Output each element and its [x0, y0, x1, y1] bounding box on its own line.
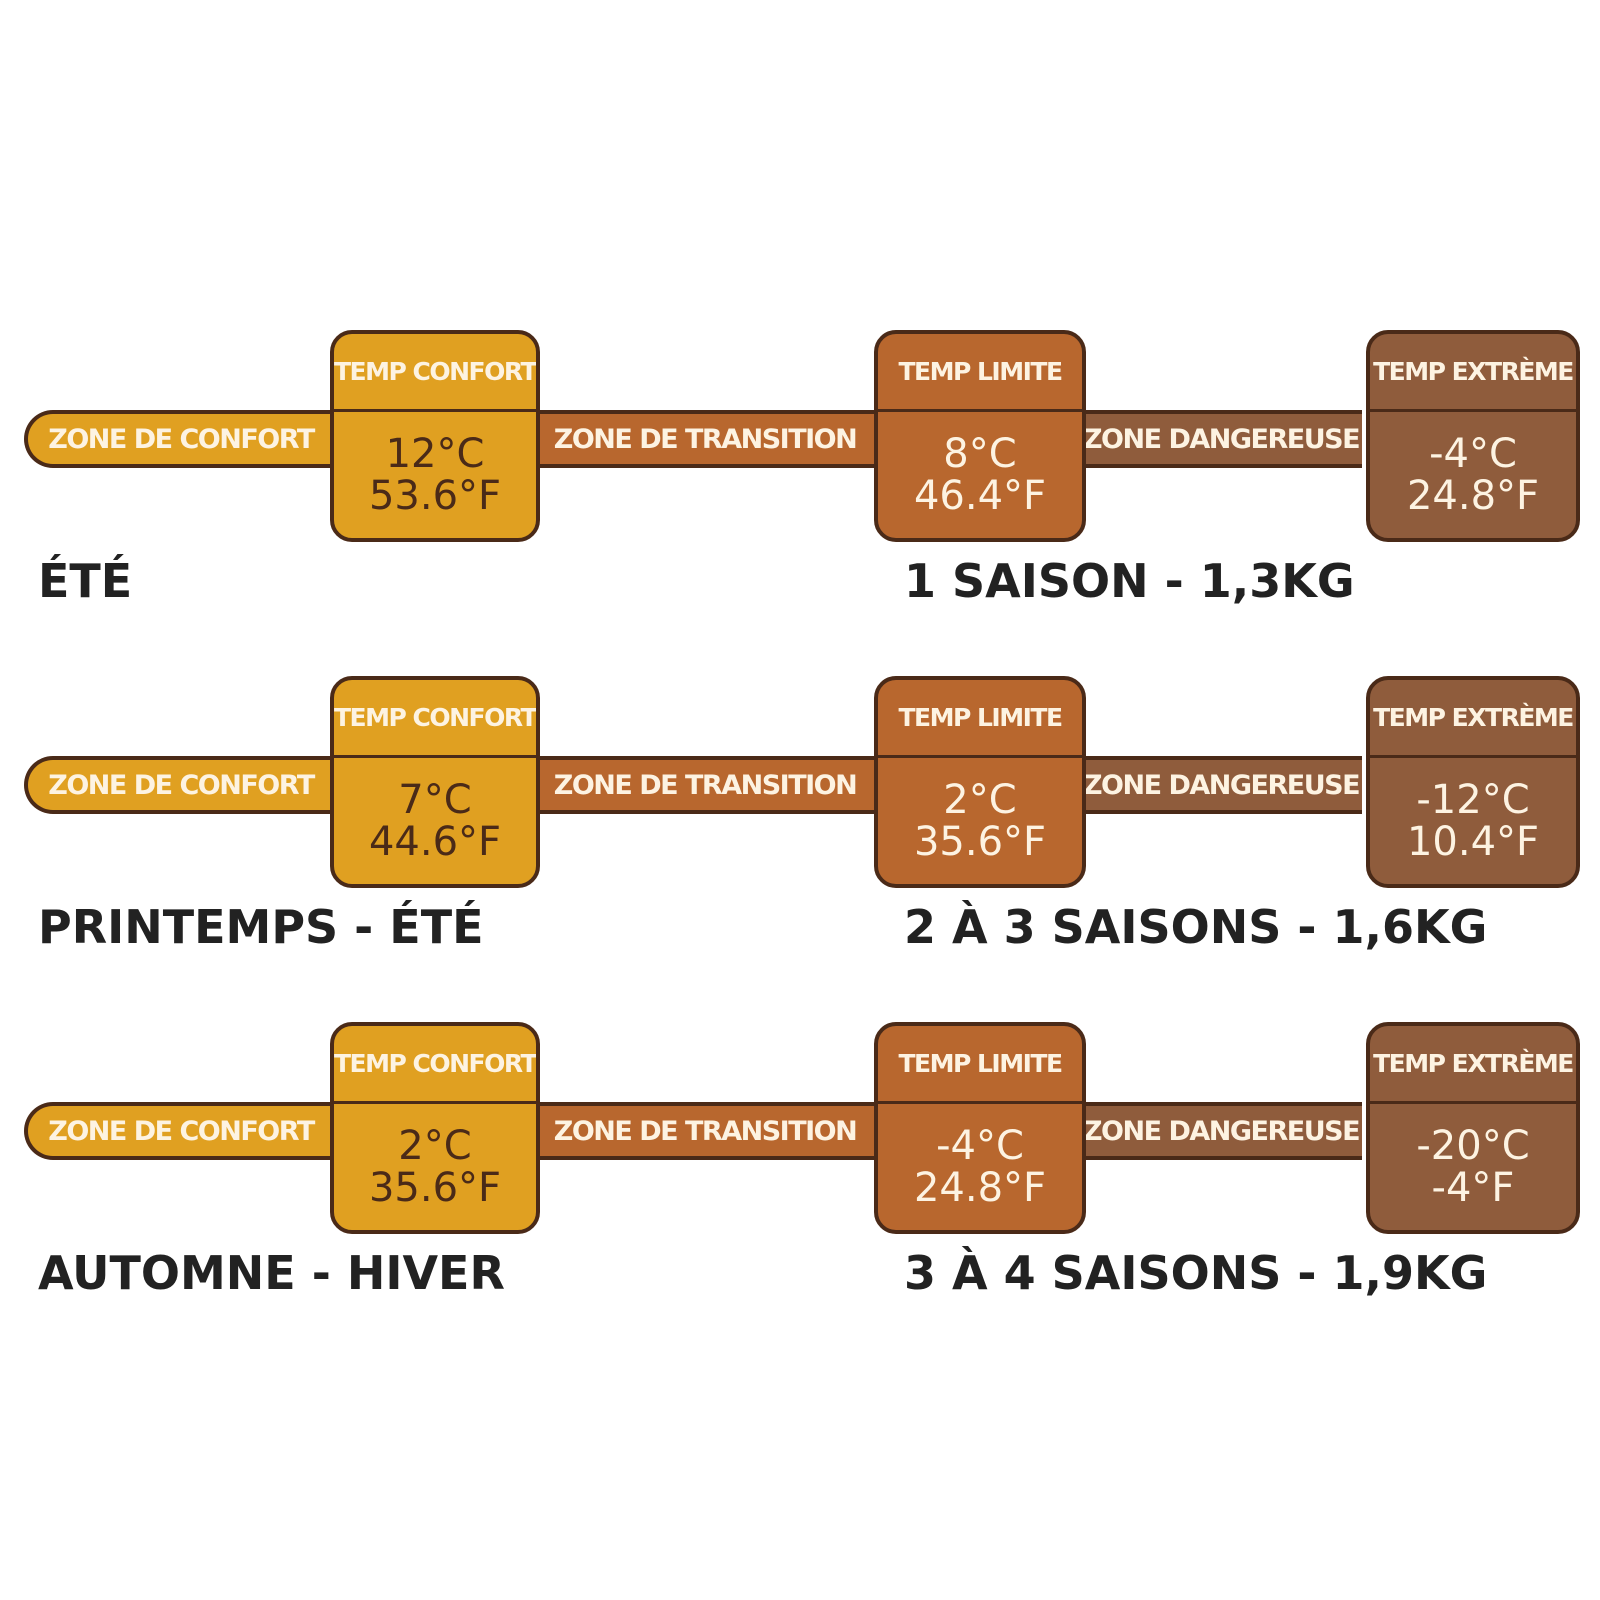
- zone-confort-label: ZONE DE CONFORT: [48, 1115, 315, 1147]
- temp-extreme-celsius: -12°C: [1416, 777, 1530, 823]
- zone-confort-bar: ZONE DE CONFORT: [24, 410, 334, 468]
- rating-caption: 1 SAISON - 1,3KG: [904, 554, 1355, 608]
- rating-caption: 3 À 4 SAISONS - 1,9KG: [904, 1246, 1488, 1300]
- temp-extreme-header: TEMP EXTRÈME: [1370, 680, 1576, 758]
- zone-danger-bar: ZONE DANGEREUSE: [1080, 756, 1362, 814]
- temp-confort-fahrenheit: 35.6°F: [368, 1165, 502, 1211]
- zone-danger-bar: ZONE DANGEREUSE: [1080, 1102, 1362, 1160]
- temp-confort-fahrenheit: 44.6°F: [368, 819, 502, 865]
- temp-limite-header: TEMP LIMITE: [878, 1026, 1082, 1104]
- temp-extreme-header: TEMP EXTRÈME: [1370, 334, 1576, 412]
- temp-extreme-header: TEMP EXTRÈME: [1370, 1026, 1576, 1104]
- season-caption: ÉTÉ: [38, 554, 133, 608]
- temp-confort-box: TEMP CONFORT 2°C 35.6°F: [330, 1022, 540, 1234]
- temp-confort-header: TEMP CONFORT: [334, 680, 536, 758]
- zone-transition-label: ZONE DE TRANSITION: [553, 1115, 858, 1147]
- temp-extreme-celsius: -4°C: [1429, 431, 1517, 477]
- rating-row-2: ZONE DE CONFORT ZONE DE TRANSITION ZONE …: [0, 676, 1600, 976]
- temp-limite-fahrenheit: 46.4°F: [913, 473, 1047, 519]
- zone-confort-bar: ZONE DE CONFORT: [24, 756, 334, 814]
- zone-transition-bar: ZONE DE TRANSITION: [532, 756, 878, 814]
- temp-limite-header: TEMP LIMITE: [878, 334, 1082, 412]
- season-caption: PRINTEMPS - ÉTÉ: [38, 900, 484, 954]
- zone-danger-label: ZONE DANGEREUSE: [1082, 1115, 1361, 1147]
- zone-confort-label: ZONE DE CONFORT: [48, 769, 315, 801]
- temp-extreme-box: TEMP EXTRÈME -4°C 24.8°F: [1366, 330, 1580, 542]
- temp-confort-celsius: 12°C: [385, 431, 485, 477]
- rating-caption: 2 À 3 SAISONS - 1,6KG: [904, 900, 1488, 954]
- zone-danger-bar: ZONE DANGEREUSE: [1080, 410, 1362, 468]
- temp-limite-box: TEMP LIMITE 8°C 46.4°F: [874, 330, 1086, 542]
- temp-limite-celsius: -4°C: [936, 1123, 1024, 1169]
- temp-confort-header: TEMP CONFORT: [334, 334, 536, 412]
- temp-confort-celsius: 2°C: [398, 1123, 472, 1169]
- season-caption: AUTOMNE - HIVER: [38, 1246, 505, 1300]
- temp-extreme-fahrenheit: -4°F: [1431, 1165, 1515, 1211]
- zone-danger-label: ZONE DANGEREUSE: [1082, 423, 1361, 455]
- temp-extreme-celsius: -20°C: [1416, 1123, 1530, 1169]
- temp-limite-box: TEMP LIMITE 2°C 35.6°F: [874, 676, 1086, 888]
- zone-confort-bar: ZONE DE CONFORT: [24, 1102, 334, 1160]
- temp-confort-celsius: 7°C: [398, 777, 472, 823]
- temp-extreme-fahrenheit: 10.4°F: [1406, 819, 1540, 865]
- zone-confort-label: ZONE DE CONFORT: [48, 423, 315, 455]
- temp-extreme-box: TEMP EXTRÈME -12°C 10.4°F: [1366, 676, 1580, 888]
- zone-danger-label: ZONE DANGEREUSE: [1082, 769, 1361, 801]
- temp-limite-fahrenheit: 35.6°F: [913, 819, 1047, 865]
- temp-limite-header: TEMP LIMITE: [878, 680, 1082, 758]
- zone-transition-label: ZONE DE TRANSITION: [553, 769, 858, 801]
- temp-confort-box: TEMP CONFORT 12°C 53.6°F: [330, 330, 540, 542]
- rating-row-1: ZONE DE CONFORT ZONE DE TRANSITION ZONE …: [0, 330, 1600, 630]
- temp-confort-header: TEMP CONFORT: [334, 1026, 536, 1104]
- temp-extreme-fahrenheit: 24.8°F: [1406, 473, 1540, 519]
- zone-transition-bar: ZONE DE TRANSITION: [532, 1102, 878, 1160]
- temp-limite-box: TEMP LIMITE -4°C 24.8°F: [874, 1022, 1086, 1234]
- temp-confort-fahrenheit: 53.6°F: [368, 473, 502, 519]
- zone-transition-bar: ZONE DE TRANSITION: [532, 410, 878, 468]
- temp-confort-box: TEMP CONFORT 7°C 44.6°F: [330, 676, 540, 888]
- rating-row-3: ZONE DE CONFORT ZONE DE TRANSITION ZONE …: [0, 1022, 1600, 1322]
- temp-limite-celsius: 8°C: [943, 431, 1017, 477]
- temp-extreme-box: TEMP EXTRÈME -20°C -4°F: [1366, 1022, 1580, 1234]
- temp-limite-celsius: 2°C: [943, 777, 1017, 823]
- zone-transition-label: ZONE DE TRANSITION: [553, 423, 858, 455]
- temp-limite-fahrenheit: 24.8°F: [913, 1165, 1047, 1211]
